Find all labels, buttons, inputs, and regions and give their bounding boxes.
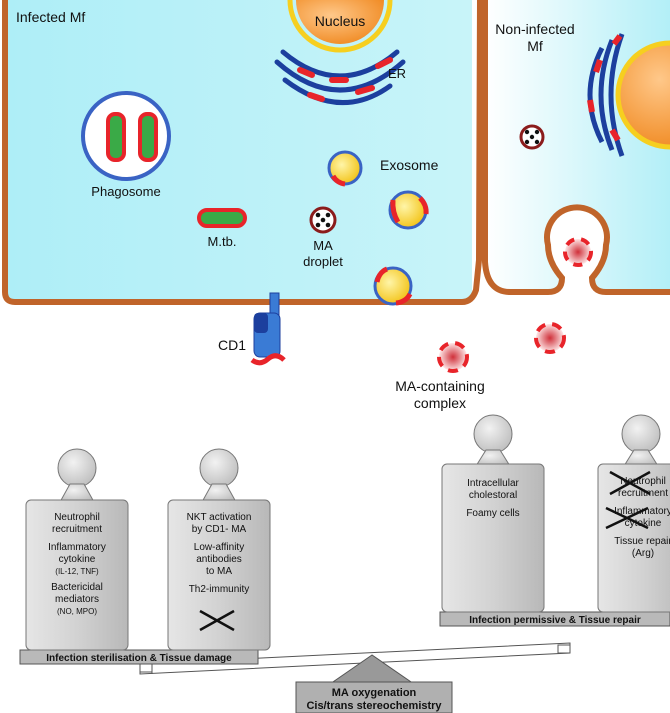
nucleus: Nucleus [287, 0, 393, 53]
weight-text-line: by CD1- MA [192, 524, 247, 535]
weight-neutrophil-recruitment: NeutrophilrecruitmentInflammatorycytokin… [25, 448, 129, 651]
left-pan: Infection sterilisation & Tissue damage [19, 649, 259, 665]
weight-text-line: recruitment [618, 488, 668, 499]
ma-containing-complex [534, 322, 566, 354]
left-pan-label: Infection sterilisation & Tissue damage [46, 653, 232, 664]
weight-text-line: Inflammatory [48, 542, 106, 553]
ma-containing-complex [563, 237, 593, 267]
right-pan-label: Infection permissive & Tissue repair [469, 615, 641, 626]
ma-containing-complex: MA-containing complex [395, 341, 485, 411]
ma-complex-label-1: MA-containing [395, 378, 485, 394]
weight-text-line: (NO, MPO) [57, 607, 97, 616]
phagosome-label: Phagosome [91, 184, 160, 199]
weight-text-line: recruitment [52, 524, 102, 535]
weight-text-line: Neutrophil [620, 476, 666, 487]
ma-droplet-label-2: droplet [303, 254, 343, 269]
weight-text-line: NKT activation [187, 512, 252, 523]
fulcrum-label-1: MA oxygenation [332, 687, 417, 699]
exosome: Exosome [327, 150, 439, 187]
weight-text-line: Intracellular [467, 478, 519, 489]
weight-text-line: cholestoral [469, 490, 517, 501]
infected-cell-label: Infected Mf [16, 9, 85, 25]
cross-mark-icon [605, 470, 651, 530]
ma-droplet-label-1: MA [313, 238, 333, 253]
right-pan: Infection permissive & Tissue repair [439, 611, 670, 627]
balance-scale: MA oxygenation Cis/trans stereochemistry [131, 642, 571, 713]
nucleus-label: Nucleus [315, 13, 366, 29]
cd1-molecule: CD1 [218, 292, 286, 366]
infected-macrophage [2, 0, 483, 305]
weight-text-line: (IL-12, TNF) [55, 567, 99, 576]
weight-text-line: mediators [55, 594, 99, 605]
weight-text-line: Bactericidal [51, 582, 103, 593]
ma-droplet-noninfected [519, 124, 545, 150]
weight-text-line: antibodies [196, 554, 242, 565]
nucleus-noninfected [587, 33, 670, 157]
noninfected-cell-label-2: Mf [527, 38, 543, 54]
exosome [388, 190, 429, 230]
fulcrum-label-2: Cis/trans stereochemistry [306, 700, 442, 712]
weight-text: NeutrophilrecruitmentInflammatorycytokin… [48, 512, 106, 616]
cd1-label: CD1 [218, 337, 246, 353]
mtb-bacterium: M.tb. [197, 208, 247, 249]
weight-text-line: cytokine [59, 554, 96, 565]
exosome [373, 266, 413, 306]
weight-tissue-repair: NeutrophilrecruitmentInflammatorycytokin… [597, 414, 670, 613]
weight-text-line: Tissue repair [614, 536, 670, 547]
weight-text-line: Neutrophil [54, 512, 100, 523]
weight-text-line: cytokine [625, 518, 662, 529]
endoplasmic-reticulum: ER [274, 49, 406, 105]
ma-complex-label-2: complex [414, 395, 466, 411]
weight-text-line: Th2-immunity [189, 584, 250, 595]
weight-text-line: (Arg) [632, 548, 654, 559]
weight-text-line: to MA [206, 566, 232, 577]
phagosome: Phagosome [81, 91, 171, 199]
cross-mark-icon [199, 609, 235, 632]
ma-droplet: MA droplet [303, 206, 343, 269]
exosome-label: Exosome [380, 157, 439, 173]
weight-text-line: Low-affinity [194, 542, 244, 553]
er-label: ER [388, 66, 406, 81]
weight-text-line: Foamy cells [466, 508, 519, 519]
mtb-label: M.tb. [208, 234, 237, 249]
fulcrum-base [295, 681, 453, 713]
noninfected-cell-label-1: Non-infected [495, 21, 574, 37]
